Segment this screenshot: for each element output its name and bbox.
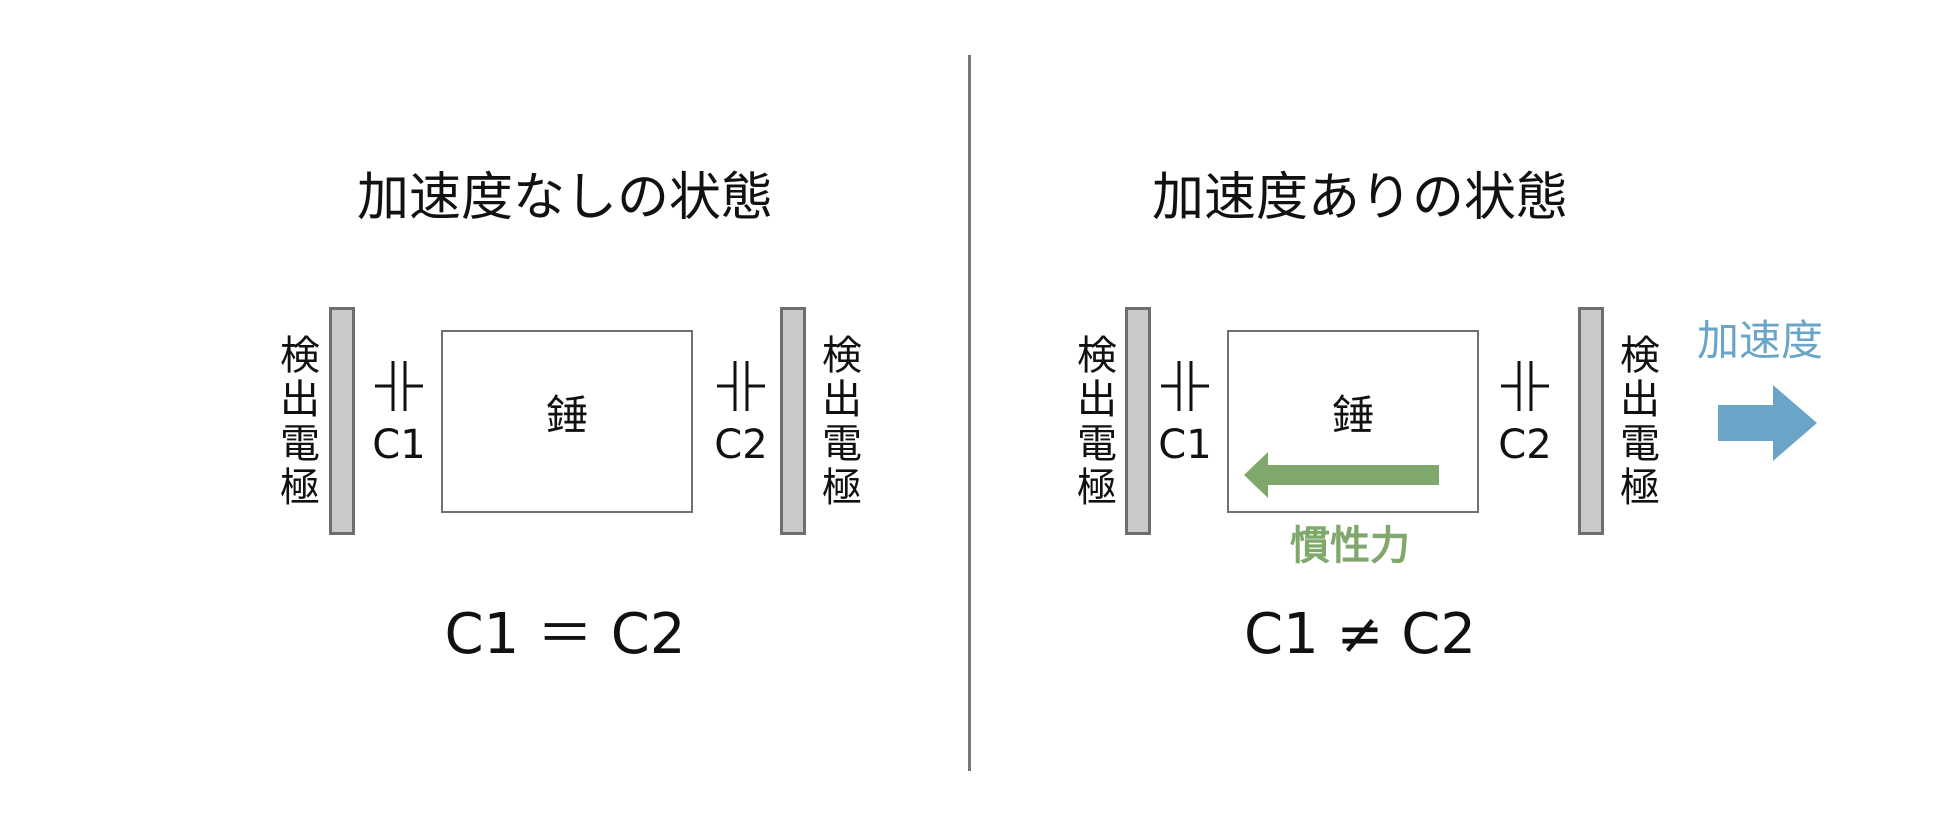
right-panel-capacitor-c2-symbol	[1501, 361, 1549, 411]
label-char: 検	[280, 333, 320, 379]
label-char: 極	[280, 465, 320, 511]
right-panel-left-electrode	[1125, 307, 1151, 535]
label-char: 電	[280, 421, 320, 467]
label-char: 検	[822, 333, 862, 379]
left-panel-capacitor-c2-symbol	[717, 361, 765, 411]
right-panel-right-electrode-label: 検 出 電 極	[1616, 334, 1664, 510]
right-panel-left-electrode-label: 検 出 電 極	[1073, 334, 1121, 510]
right-panel-title: 加速度ありの状態	[1151, 168, 1568, 228]
arrow-right-icon	[1718, 385, 1817, 461]
acceleration-label: 加速度	[1696, 316, 1823, 365]
left-panel-capacitor-c1-symbol	[375, 361, 423, 411]
label-char: 電	[1077, 421, 1117, 467]
right-panel-right-electrode	[1578, 307, 1604, 535]
label-char: 出	[280, 377, 320, 423]
right-panel-equation: C1 ≠ C2	[1244, 602, 1476, 667]
left-panel-equation: C1 ＝ C2	[444, 602, 686, 667]
right-panel-mass-label: 錘	[1331, 391, 1374, 440]
left-panel-right-electrode	[780, 307, 806, 535]
right-panel-capacitor-c2-label: C2	[1498, 422, 1552, 468]
panel-divider	[968, 55, 971, 771]
label-char: 極	[1077, 465, 1117, 511]
left-panel-right-electrode-label: 検 出 電 極	[818, 334, 866, 510]
label-char: 極	[1620, 465, 1660, 511]
left-panel-left-electrode-label: 検 出 電 極	[276, 334, 324, 510]
label-char: 電	[1620, 421, 1660, 467]
left-panel-mass-label: 錘	[545, 391, 588, 440]
left-panel-capacitor-c1-label: C1	[372, 422, 426, 468]
label-char: 電	[822, 421, 862, 467]
left-panel-mass	[441, 330, 693, 513]
inertia-label: 慣性力	[1290, 523, 1410, 569]
label-char: 出	[822, 377, 862, 423]
left-panel-capacitor-c2-label: C2	[714, 422, 768, 468]
right-panel-capacitor-c1-label: C1	[1158, 422, 1212, 468]
label-char: 極	[822, 465, 862, 511]
label-char: 出	[1620, 377, 1660, 423]
label-char: 検	[1077, 333, 1117, 379]
label-char: 出	[1077, 377, 1117, 423]
right-panel-capacitor-c1-symbol	[1161, 361, 1209, 411]
label-char: 検	[1620, 333, 1660, 379]
arrow-left-icon	[1244, 452, 1439, 498]
left-panel-left-electrode	[329, 307, 355, 535]
left-panel-title: 加速度なしの状態	[356, 168, 773, 228]
